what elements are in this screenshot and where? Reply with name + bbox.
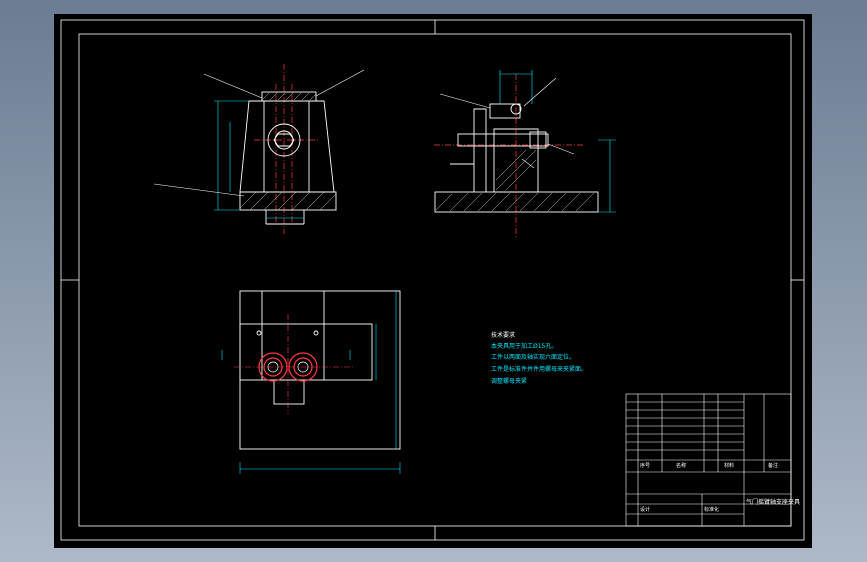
title-block (625, 393, 792, 527)
outer-frame (60, 19, 805, 541)
technical-note-line: 调整螺母夹紧 (491, 378, 528, 385)
sign-label: 标准化 (704, 507, 720, 513)
cad-drawing-canvas: 技术要求 本夹具用于加工Ø15孔。 工件以两面及轴实现六面定位。 工件是标准件并… (54, 14, 812, 548)
technical-notes-title: 技术要求 (491, 332, 516, 339)
drawing-name: 气门摇臂轴支座夹具 (746, 499, 801, 506)
front-view (153, 64, 365, 234)
side-view (434, 70, 616, 239)
drawing-sheet (60, 19, 805, 541)
inner-frame (78, 33, 792, 527)
title-block-label: 备注 (768, 463, 779, 469)
top-view (221, 290, 401, 474)
title-block-label: 材料 (724, 463, 735, 469)
technical-note-line: 本夹具用于加工Ø15孔。 (491, 343, 558, 350)
technical-note-line: 工件是标准件并件用螺母来夹紧面。 (491, 366, 588, 373)
technical-note-line: 工件以两面及轴实现六面定位。 (491, 354, 576, 361)
title-block-label: 名称 (676, 463, 687, 469)
sign-label: 设计 (640, 507, 651, 513)
title-block-label: 序号 (640, 463, 651, 469)
centering-marks (61, 20, 804, 540)
